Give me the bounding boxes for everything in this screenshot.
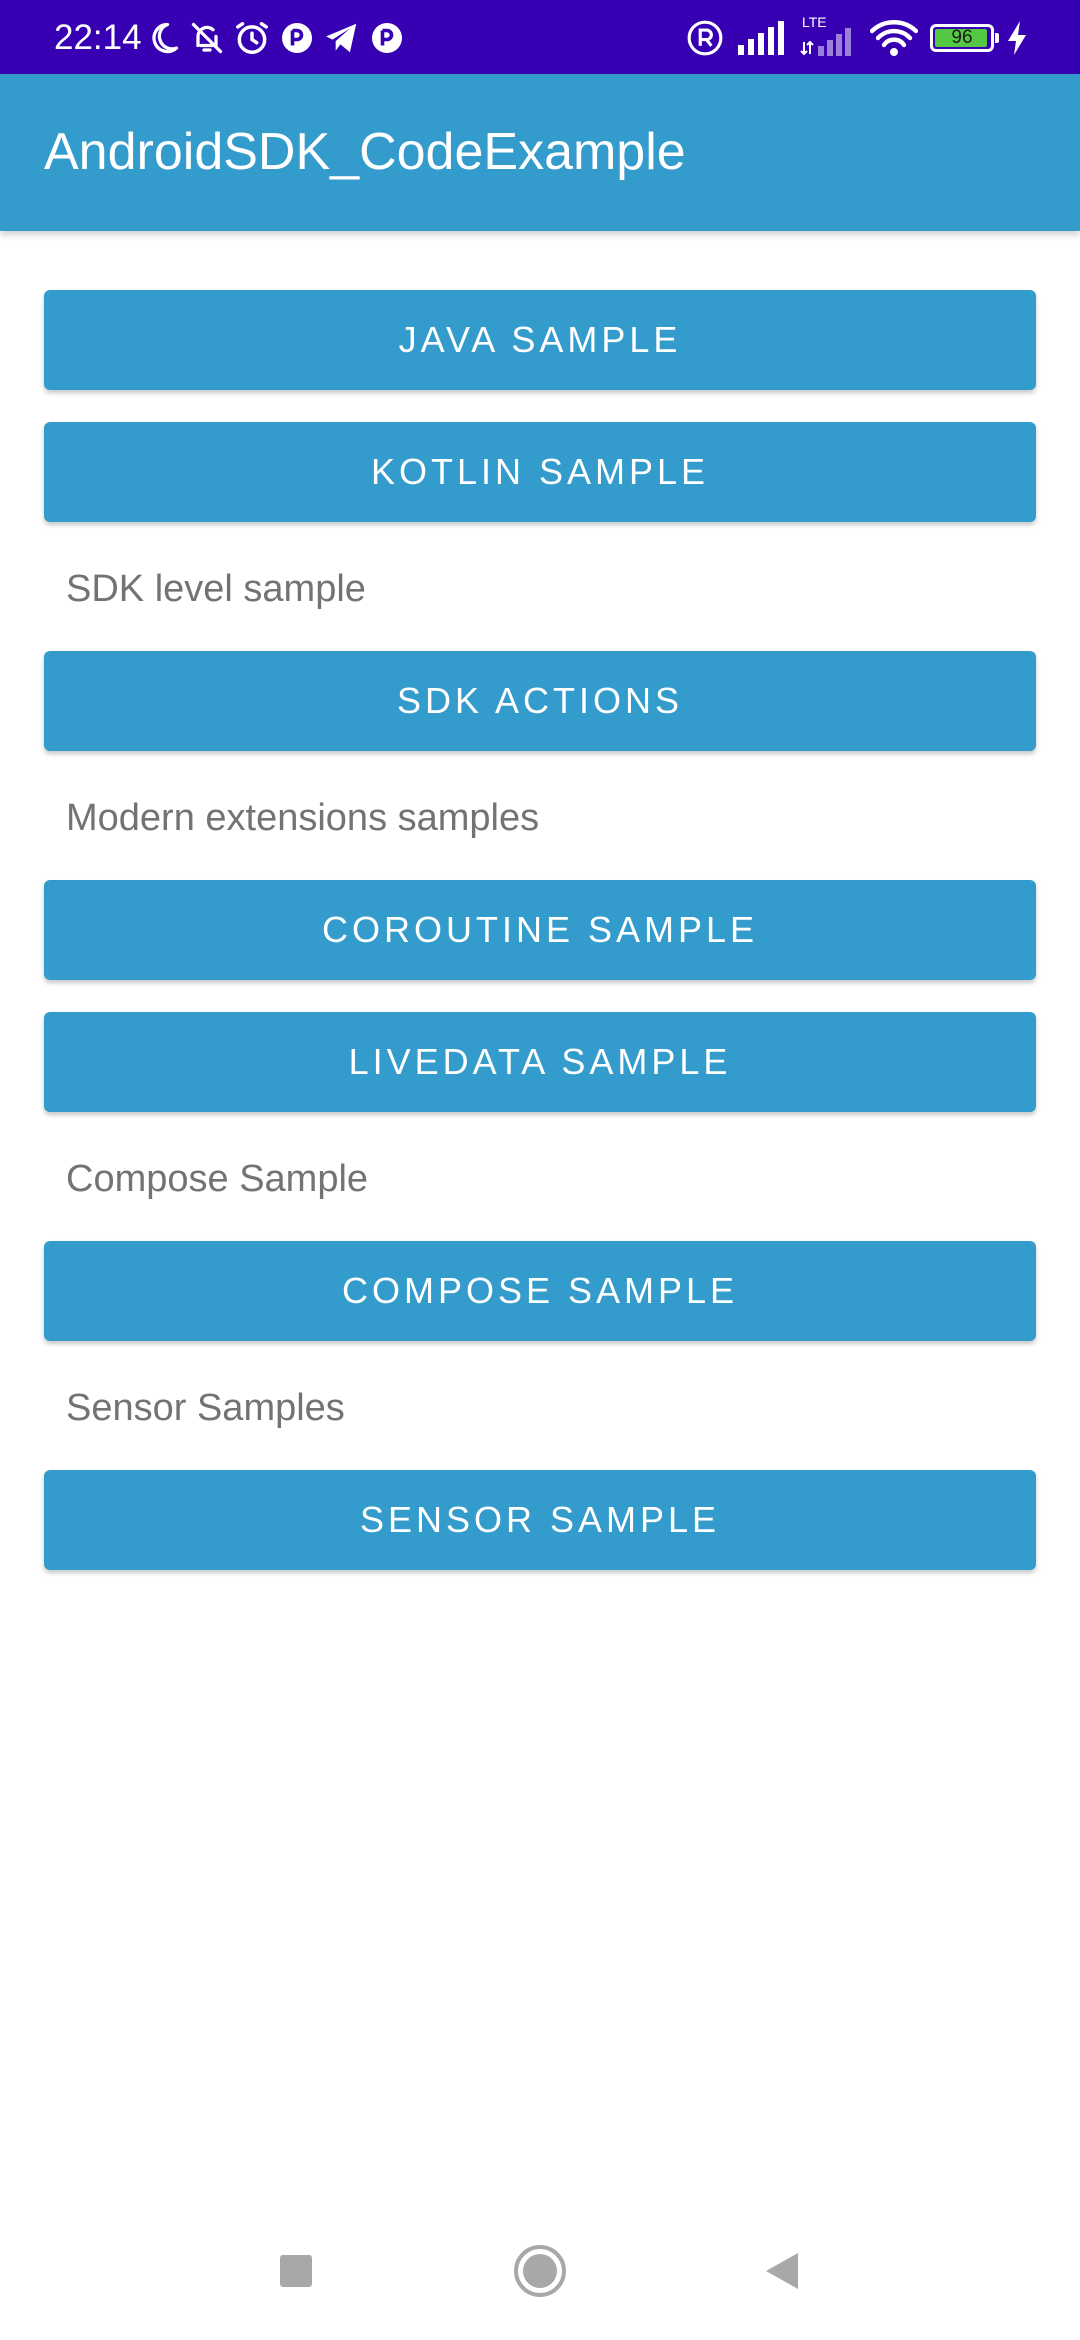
- app-title: AndroidSDK_CodeExample: [44, 123, 686, 181]
- telegram-icon: [323, 19, 361, 57]
- app-p-icon: [369, 20, 405, 56]
- alarm-icon: [233, 19, 271, 57]
- sdk-level-label: SDK level sample: [66, 568, 366, 610]
- battery-icon: 96: [930, 24, 999, 52]
- sdk-actions-button[interactable]: SDK ACTIONS: [44, 651, 1036, 751]
- status-notification-icons: [145, 18, 405, 58]
- app-bar: AndroidSDK_CodeExample: [0, 74, 1080, 231]
- wifi-icon: [870, 19, 918, 57]
- navigation-bar: [0, 2218, 1080, 2340]
- coroutine-sample-button[interactable]: COROUTINE SAMPLE: [44, 880, 1036, 980]
- registered-icon: [686, 19, 724, 57]
- java-sample-button[interactable]: JAVA SAMPLE: [44, 290, 1036, 390]
- lte-signal-icon: LTE: [800, 14, 858, 58]
- status-bar: 22:14 LTE: [0, 0, 1080, 74]
- livedata-sample-button[interactable]: LIVEDATA SAMPLE: [44, 1012, 1036, 1112]
- moon-icon: [145, 20, 181, 56]
- signal-icon: [736, 21, 788, 55]
- status-system-icons: LTE 96: [686, 14, 1028, 58]
- battery-level: 96: [951, 27, 973, 48]
- home-button[interactable]: [480, 2218, 600, 2328]
- sensor-label: Sensor Samples: [66, 1387, 345, 1429]
- compose-sample-button[interactable]: COMPOSE SAMPLE: [44, 1241, 1036, 1341]
- compose-label: Compose Sample: [66, 1158, 369, 1200]
- home-circle-icon: [513, 2244, 567, 2303]
- modern-extensions-label: Modern extensions samples: [66, 797, 540, 839]
- sensor-sample-button[interactable]: SENSOR SAMPLE: [44, 1470, 1036, 1570]
- app-p-icon: [279, 20, 315, 56]
- status-time: 22:14: [54, 18, 142, 57]
- recents-button[interactable]: [236, 2218, 356, 2328]
- recents-square-icon: [279, 2254, 313, 2293]
- battery-fill: [935, 29, 987, 47]
- charging-icon: [1006, 21, 1028, 55]
- back-triangle-icon: [764, 2251, 800, 2296]
- bell-off-icon: [189, 20, 225, 56]
- battery-tip: [995, 33, 999, 43]
- back-button[interactable]: [722, 2218, 842, 2328]
- kotlin-sample-button[interactable]: KOTLIN SAMPLE: [44, 422, 1036, 522]
- lte-label: LTE: [802, 14, 827, 30]
